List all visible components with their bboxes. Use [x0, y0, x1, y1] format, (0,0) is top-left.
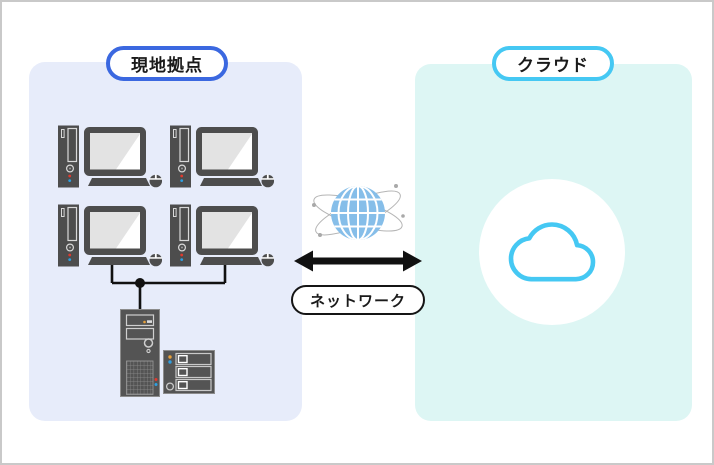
globe-network-icon: [306, 175, 410, 253]
desktop-computer-icon: [169, 204, 274, 267]
lan-connector-lines: [110, 265, 227, 310]
cloud-icon: [504, 204, 600, 286]
cloud-badge: クラウド: [492, 46, 614, 81]
cloud-label: クラウド: [517, 56, 589, 75]
tower-server-icon: [120, 309, 160, 397]
desktop-computer-icon: [169, 125, 274, 188]
network-label: ネットワーク: [309, 292, 407, 310]
desktop-computer-icon: [57, 125, 162, 188]
bidirectional-arrow-icon: [294, 250, 422, 272]
onsite-badge: 現地拠点: [106, 46, 228, 81]
desktop-computer-icon: [57, 204, 162, 267]
network-badge: ネットワーク: [290, 285, 426, 315]
rack-server-icon: [163, 350, 215, 394]
onsite-label: 現地拠点: [131, 56, 203, 75]
